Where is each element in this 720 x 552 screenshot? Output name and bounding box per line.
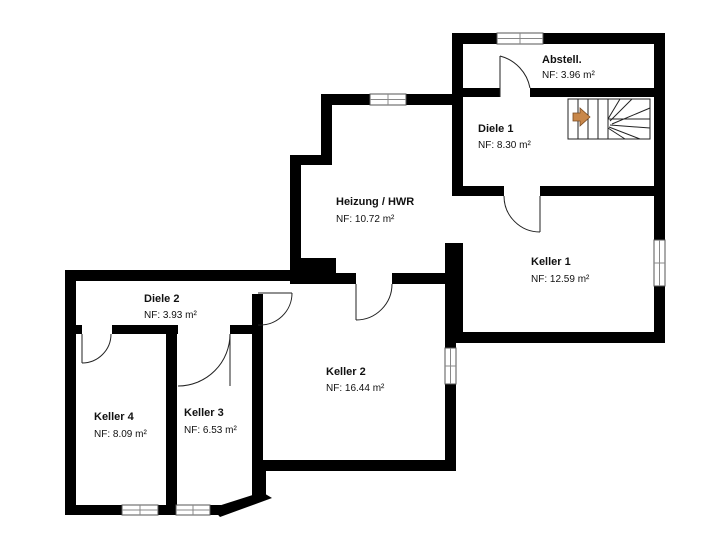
door-diele2 [257,292,293,326]
wall-heizung-corner [298,258,336,282]
room-area: NF: 16.44 m² [326,383,385,394]
wall-abstell-diele1 [452,88,665,97]
window-heizung [369,93,407,106]
room-name: Heizung / HWR [336,196,414,208]
doors [81,55,541,387]
room-label-diele1: Diele 1 NF: 8.30 m² [478,123,531,151]
wall-heizung-step [290,155,332,165]
room-name: Diele 1 [478,123,513,135]
wall-heizung-left-upper [321,94,332,160]
room-label-keller1: Keller 1 NF: 12.59 m² [531,256,590,285]
room-name: Keller 1 [531,256,571,268]
window-keller3 [175,504,211,516]
room-label-keller3: Keller 3 NF: 6.53 m² [184,407,237,436]
wall-abstell-left [452,33,463,99]
wall-left-outer [65,270,76,513]
wall-top-right [452,33,665,44]
wall-heizung-left [290,155,301,278]
door-keller4 [81,333,112,364]
wall-keller3-right-lower [252,460,266,500]
wall-diele2-top [65,270,300,281]
room-area: NF: 3.93 m² [144,310,197,321]
room-area: NF: 10.72 m² [336,214,395,225]
room-name: Keller 3 [184,407,224,419]
wall-keller1-bottom [452,332,665,343]
wall-diele1-keller1 [452,186,665,196]
window-keller1 [653,239,666,287]
wall-diagonal-keller3 [212,492,272,517]
room-area: NF: 12.59 m² [531,274,590,285]
room-label-heizung: Heizung / HWR NF: 10.72 m² [336,196,414,225]
stair-direction-arrow-icon [572,107,591,127]
room-name: Diele 2 [144,293,179,305]
wall-keller2-bottom [252,460,456,471]
wall-keller2-left [252,285,263,465]
room-label-abstell: Abstell. NF: 3.96 m² [542,54,595,81]
door-keller1 [503,195,541,233]
room-label-keller2: Keller 2 NF: 16.44 m² [326,366,385,394]
wall-diele2-bottom [70,325,260,334]
room-area: NF: 3.96 m² [542,70,595,81]
door-keller2 [355,283,393,321]
room-name: Keller 4 [94,411,135,423]
wall-keller4-keller3 [166,325,177,515]
window-keller2 [444,347,457,385]
room-area: NF: 6.53 m² [184,425,237,436]
window-keller4 [121,504,159,516]
room-label-keller4: Keller 4 NF: 8.09 m² [94,411,147,440]
door-abstell [499,55,531,97]
windows [121,32,666,516]
window-abstell [496,32,544,45]
room-area: NF: 8.09 m² [94,429,147,440]
room-name: Keller 2 [326,366,366,378]
wall-diele1-left [452,88,463,208]
door-keller3 [177,333,231,387]
room-area: NF: 8.30 m² [478,140,531,151]
room-label-diele2: Diele 2 NF: 3.93 m² [144,293,197,321]
room-name: Abstell. [542,54,582,66]
